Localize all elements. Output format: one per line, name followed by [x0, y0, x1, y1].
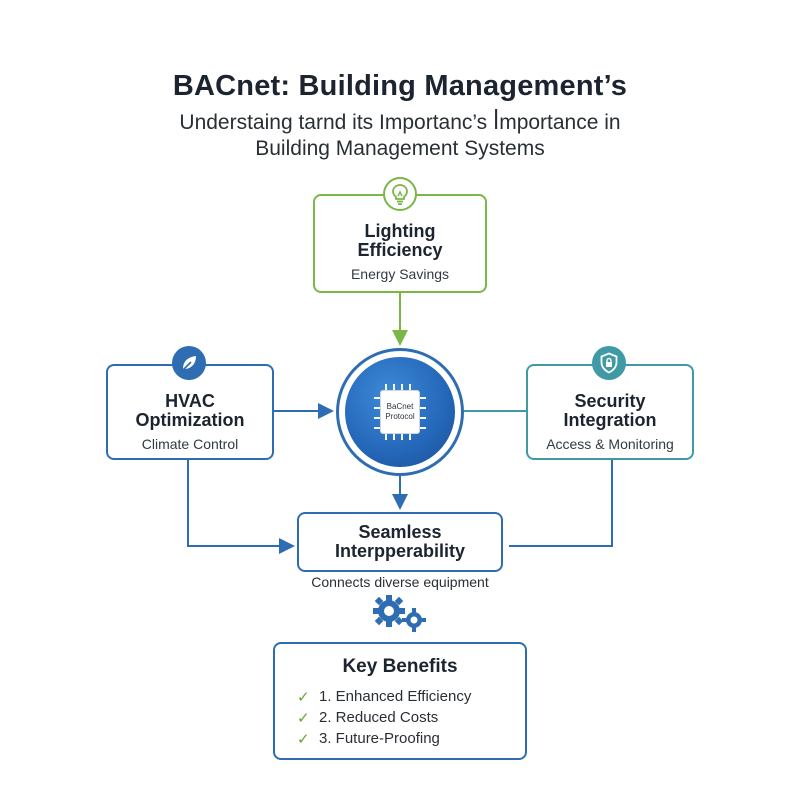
benefit-label: 1. Enhanced Efficiency — [319, 688, 472, 705]
check-icon: ✓ — [297, 709, 310, 727]
connector-hvac-interop — [187, 460, 295, 554]
chip-icon: BaCnet Protocol — [380, 390, 420, 434]
benefits-list: ✓ 1. Enhanced Efficiency ✓ 2. Reduced Cost… — [297, 686, 525, 749]
key-benefits-panel: Key Benefits ✓ 1. Enhanced Efficiency ✓ 2.… — [273, 642, 527, 760]
benefits-title: Key Benefits — [342, 656, 458, 677]
page-subtitle-line1: Understaing tarnd its Importanc’s ꟾmport… — [179, 111, 621, 134]
benefit-item: ✓ 1. Enhanced Efficiency — [297, 686, 525, 707]
security-subtitle: Access & Monitoring — [546, 436, 674, 452]
hvac-optimization-node: HVAC Optimization Climate Control — [106, 364, 274, 460]
benefit-label: 2. Reduced Costs — [319, 709, 439, 726]
security-title-line1: Security — [574, 391, 646, 411]
gears-icon — [373, 595, 426, 632]
security-title-line2: Integration — [563, 410, 657, 430]
benefit-label: 3. Future-Proofing — [319, 730, 440, 747]
hvac-title-line1: HVAC — [165, 391, 215, 411]
hvac-subtitle: Climate Control — [141, 436, 239, 452]
hub-label-line2: Protocol — [385, 412, 415, 421]
interop-caption: Connects diverse equipment — [311, 574, 489, 590]
lightbulb-icon — [383, 177, 417, 211]
lighting-title-line1: Lighting — [364, 221, 436, 241]
lighting-title-line2: Efficiency — [357, 240, 443, 260]
chip-pins — [374, 384, 426, 440]
page-subtitle-line2: Building Management Systems — [255, 137, 545, 160]
shield-lock-icon — [592, 346, 626, 380]
benefit-item: ✓ 3. Future-Proofing — [297, 728, 525, 749]
interop-title-line1: Seamless — [358, 522, 442, 542]
lighting-subtitle: Energy Savings — [350, 266, 450, 282]
page-title: BACnet: Building Management’s — [172, 70, 628, 102]
leaf-icon — [172, 346, 206, 380]
seamless-interoperability-node: Seamless Interpperability — [297, 512, 503, 572]
hvac-title-line2: Optimization — [135, 410, 245, 430]
check-icon: ✓ — [297, 688, 310, 706]
benefit-item: ✓ 2. Reduced Costs — [297, 707, 525, 728]
security-integration-node: Security Integration Access & Monitoring — [526, 364, 694, 460]
interop-title-line2: Interpperability — [334, 541, 466, 561]
check-icon: ✓ — [297, 730, 310, 748]
hub-label-line1: BaCnet — [386, 402, 414, 411]
connector-security-interop — [509, 460, 613, 547]
